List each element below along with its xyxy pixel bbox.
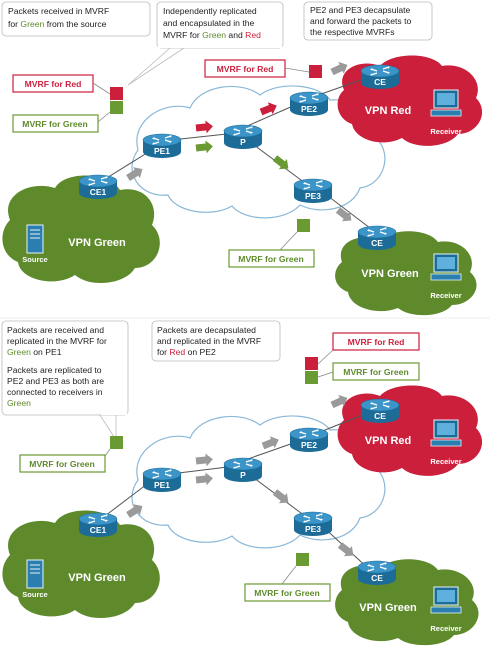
callout-source: Packets received in MVRF for Green from … bbox=[1, 1, 151, 37]
router-ce-green-top: CE bbox=[357, 225, 397, 251]
receiver-label: Receiver bbox=[430, 624, 461, 633]
router-pe3-bottom: PE3 bbox=[293, 511, 333, 537]
receiver-pc-icon bbox=[430, 419, 462, 447]
svg-text:MVRF for Green: MVRF for Green bbox=[22, 119, 87, 129]
ce-label: CE bbox=[374, 77, 386, 87]
receiver-label: Receiver bbox=[430, 127, 461, 136]
receiver-label: Receiver bbox=[430, 291, 461, 300]
pe1-label: PE1 bbox=[154, 146, 170, 156]
p-label: P bbox=[240, 137, 246, 147]
pe1-label: PE1 bbox=[154, 480, 170, 490]
svg-text:MVRF for Red: MVRF for Red bbox=[25, 79, 82, 89]
svg-text:MVRF for Red: MVRF for Red bbox=[217, 64, 274, 74]
callout-pe1: Packets are received and replicated in t… bbox=[1, 320, 129, 442]
mvrf-red-label-pe2-bottom: MVRF for Red bbox=[332, 332, 420, 351]
vpn-green-label: VPN Green bbox=[361, 268, 419, 280]
receiver-label: Receiver bbox=[430, 457, 461, 466]
mvrf-green-marker-pe3-top bbox=[297, 219, 310, 232]
top-diagram: PE1 P PE2 PE3 CE1 CE CE VPN Green Sour bbox=[1, 1, 483, 316]
mvrf-red-label-pe2-top: MVRF for Red bbox=[204, 59, 286, 78]
callout-text: Packets are replicated to bbox=[7, 365, 102, 375]
vpn-green-cloud-source-top bbox=[2, 175, 160, 284]
receiver-pc-icon bbox=[430, 586, 462, 614]
callout-text: and forward the packets to bbox=[310, 16, 411, 26]
vpn-green-label: VPN Green bbox=[68, 572, 126, 584]
callout-text: MVRF for Green and Red bbox=[163, 30, 261, 40]
svg-text:MVRF for Red: MVRF for Red bbox=[348, 337, 405, 347]
pe3-label: PE3 bbox=[305, 191, 321, 201]
mvrf-green-marker-pe3-bottom bbox=[296, 553, 309, 566]
pe3-label: PE3 bbox=[305, 524, 321, 534]
router-ce-red-top: CE bbox=[360, 64, 400, 90]
router-pe3-top: PE3 bbox=[293, 178, 333, 204]
vpn-green-cloud-receiver-top bbox=[335, 231, 477, 316]
receiver-pc-icon bbox=[430, 89, 462, 117]
svg-text:MVRF for Green: MVRF for Green bbox=[343, 367, 408, 377]
callout-text: the respective MVRFs bbox=[310, 27, 395, 37]
router-pe1-bottom: PE1 bbox=[142, 467, 182, 493]
router-pe1-top: PE1 bbox=[142, 133, 182, 159]
router-ce-red-bottom: CE bbox=[360, 398, 400, 424]
mvrf-green-marker-pe2-bottom bbox=[305, 371, 318, 384]
router-ce1-top: CE1 bbox=[78, 174, 118, 200]
callout-text: for Green from the source bbox=[8, 19, 107, 29]
svg-text:MVRF for Green: MVRF for Green bbox=[29, 459, 94, 469]
ce-label: CE bbox=[371, 573, 383, 583]
mvrf-green-marker-left-top bbox=[110, 101, 123, 114]
router-ce1-bottom: CE1 bbox=[78, 512, 118, 538]
mvrf-green-label-left-top: MVRF for Green bbox=[12, 114, 99, 133]
source-label: Source bbox=[22, 255, 47, 264]
ce1-label: CE1 bbox=[90, 187, 107, 197]
callout-text: Packets are received and bbox=[7, 325, 104, 335]
callout-text: replicated in the MVRF for bbox=[7, 336, 107, 346]
mvrf-red-marker-left-top bbox=[110, 87, 123, 100]
ce-label: CE bbox=[371, 238, 383, 248]
router-ce-green-bottom: CE bbox=[357, 560, 397, 586]
mvrf-green-label-pe2-bottom: MVRF for Green bbox=[332, 362, 420, 381]
callout-text: Green on PE1 bbox=[7, 347, 62, 357]
callout-text: Packets are decapsulated bbox=[157, 325, 256, 335]
pe2-label: PE2 bbox=[301, 440, 317, 450]
callout-text: PE2 and PE3 decapsulate bbox=[310, 5, 411, 15]
mvrf-green-marker-left-bottom bbox=[110, 436, 123, 449]
mvrf-red-marker-pe2-bottom bbox=[305, 357, 318, 370]
source-label: Source bbox=[22, 590, 47, 599]
mvrf-red-marker-pe2-top bbox=[309, 65, 322, 78]
router-p-bottom: P bbox=[223, 457, 263, 483]
callout-text: and encapsulated in the bbox=[163, 18, 254, 28]
vpn-green-label: VPN Green bbox=[359, 602, 417, 614]
mvrf-green-label-pe3-top: MVRF for Green bbox=[228, 249, 315, 268]
callout-pe2: Packets are decapsulated and replicated … bbox=[151, 320, 281, 362]
pe2-label: PE2 bbox=[301, 104, 317, 114]
vpn-green-label: VPN Green bbox=[68, 237, 126, 249]
vpn-red-label: VPN Red bbox=[365, 105, 411, 117]
source-server-icon bbox=[26, 559, 44, 589]
receiver-pc-icon bbox=[430, 253, 462, 281]
mvrf-red-label-left-top: MVRF for Red bbox=[12, 74, 94, 93]
callout-text: Packets received in MVRF bbox=[8, 6, 109, 16]
callout-text: PE2 and PE3 as both are bbox=[7, 376, 104, 386]
router-pe2-bottom: PE2 bbox=[289, 427, 329, 453]
vpn-red-label: VPN Red bbox=[365, 435, 411, 447]
svg-text:MVRF for Green: MVRF for Green bbox=[254, 588, 319, 598]
ce1-label: CE1 bbox=[90, 525, 107, 535]
router-pe2-top: PE2 bbox=[289, 91, 329, 117]
callout-text: connected to receivers in bbox=[7, 387, 103, 397]
mvrf-green-label-pe3-bottom: MVRF for Green bbox=[244, 583, 331, 602]
p-label: P bbox=[240, 470, 246, 480]
ce-label: CE bbox=[374, 411, 386, 421]
vpn-green-cloud-source-bottom bbox=[2, 510, 160, 619]
callout-replicated: Independently replicated and encapsulate… bbox=[127, 1, 284, 86]
bottom-diagram: PE1 P PE2 PE3 CE1 CE CE VPN Green Source bbox=[1, 320, 483, 646]
callout-decap: PE2 and PE3 decapsulate and forward the … bbox=[303, 1, 433, 41]
source-server-icon bbox=[26, 224, 44, 254]
mvrf-green-label-left-bottom: MVRF for Green bbox=[19, 454, 106, 473]
callout-text: for Red on PE2 bbox=[157, 347, 216, 357]
router-p-top: P bbox=[223, 124, 263, 150]
callout-text: and replicated in the MVRF bbox=[157, 336, 261, 346]
callout-text: Green bbox=[7, 398, 31, 408]
callout-text: Independently replicated bbox=[163, 6, 257, 16]
svg-text:MVRF for Green: MVRF for Green bbox=[238, 254, 303, 264]
